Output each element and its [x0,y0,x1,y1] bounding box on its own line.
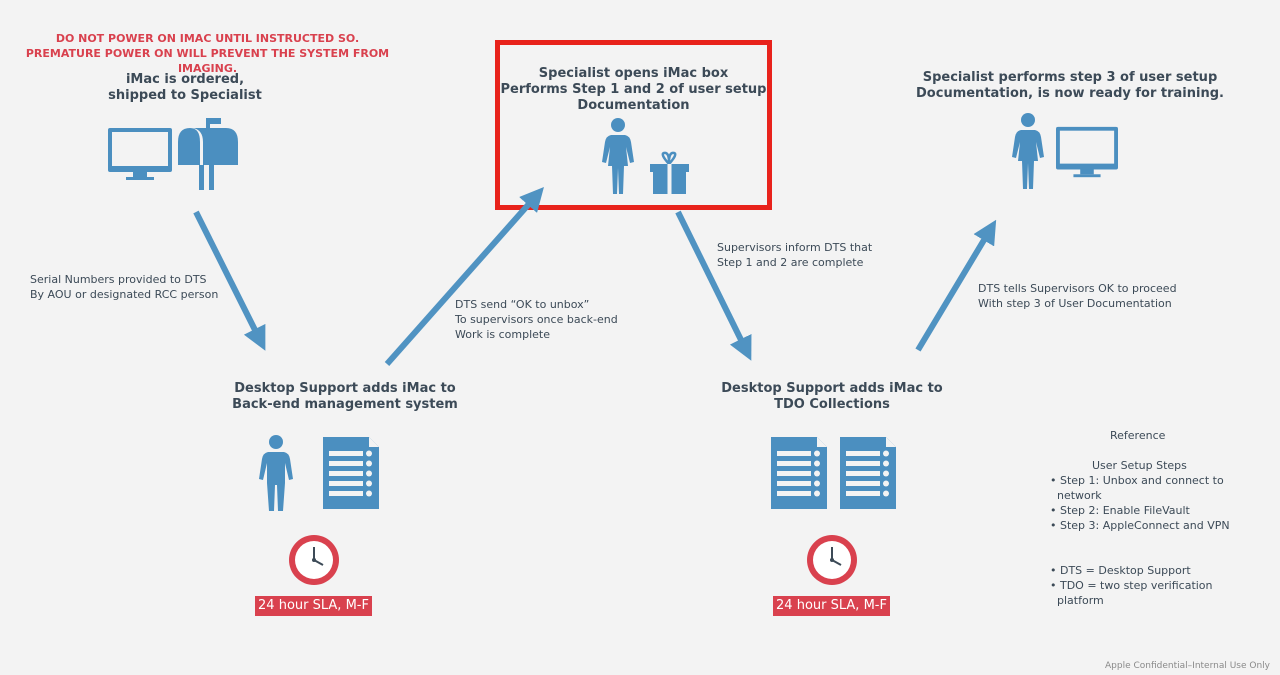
power-warning-line2: PREMATURE POWER ON WILL PREVENT THE SYST… [25,47,390,75]
step-opens-line2: Performs Step 1 and 2 of user setup [500,82,767,97]
step-backend-line1: Desktop Support adds iMac to [234,381,456,396]
monitor-icon [108,128,172,180]
note-proceed-line2: With step 3 of User Documentation [978,297,1172,310]
step-three-title: Specialist performs step 3 of user setup… [900,70,1240,102]
person-icon-trainee [1012,113,1044,189]
reference-glossary-tdo: • TDO = two step verification [1050,579,1213,592]
step-ordered-line2: shipped to Specialist [108,88,262,103]
person-icon [602,118,634,194]
note-unbox-line3: Work is complete [455,328,551,341]
reference-step-3: • Step 3: AppleConnect and VPN [1050,519,1230,532]
mailbox-icon [178,118,238,190]
note-inform-line2: Step 1 and 2 are complete [717,256,864,269]
step-backend-title: Desktop Support adds iMac to Back-end ma… [215,381,475,413]
step-backend-line2: Back-end management system [232,397,458,412]
highlight-frame [495,40,772,210]
step-ordered-title: iMac is ordered, shipped to Specialist [85,72,285,104]
note-ok-to-unbox: DTS send “OK to unbox” To supervisors on… [455,297,618,342]
step-tdo-line2: TDO Collections [774,397,890,412]
reference-subtitle: User Setup Steps [1092,459,1187,472]
note-inform-line1: Supervisors inform DTS that [717,241,873,254]
reference-title: Reference [1110,429,1166,442]
note-serial-line1: Serial Numbers provided to DTS [30,273,207,286]
power-warning: DO NOT POWER ON IMAC UNTIL INSTRUCTED SO… [0,31,415,76]
note-serial-numbers: Serial Numbers provided to DTS By AOU or… [30,272,218,302]
note-supervisors-inform: Supervisors inform DTS that Step 1 and 2… [717,240,872,270]
note-serial-line2: By AOU or designated RCC person [30,288,219,301]
note-unbox-line2: To supervisors once back-end [455,313,618,326]
confidential-footer: Apple Confidential–Internal Use Only [1105,661,1270,671]
sla-badge-tdo: 24 hour SLA, M-F [773,596,890,616]
clock-icon-tdo [806,534,858,586]
reference-step-1: • Step 1: Unbox and connect to [1050,474,1224,487]
step-ordered-line1: iMac is ordered, [125,72,245,87]
step-three-line1: Specialist performs step 3 of user setup [922,70,1218,85]
step-three-line2: Documentation, is now ready for training… [916,86,1224,101]
step-opens-title: Specialist opens iMac box Performs Step … [500,66,767,114]
arrow-tdo-to-step3 [915,219,997,352]
checklist-icon-tdo-1 [771,437,827,509]
arrow-ordered-to-backend [193,210,266,351]
power-warning-line1: DO NOT POWER ON IMAC UNTIL INSTRUCTED SO… [55,32,360,45]
note-unbox-line1: DTS send “OK to unbox” [455,298,590,311]
reference-panel: Reference User Setup Steps • Step 1: Unb… [1030,428,1260,608]
step-tdo-title: Desktop Support adds iMac to TDO Collect… [702,381,962,413]
reference-step-2: • Step 2: Enable FileVault [1050,504,1190,517]
note-proceed-line1: DTS tells Supervisors OK to proceed [978,282,1177,295]
checklist-icon-backend [323,437,379,509]
note-ok-to-proceed: DTS tells Supervisors OK to proceed With… [978,281,1177,311]
reference-step-1-cont: network [1050,489,1102,502]
clock-icon-backend [288,534,340,586]
checklist-icon-tdo-2 [840,437,896,509]
step-tdo-line1: Desktop Support adds iMac to [721,381,943,396]
sla-badge-backend: 24 hour SLA, M-F [255,596,372,616]
reference-glossary-tdo-cont: platform [1050,594,1104,607]
gift-icon [650,151,689,194]
arrow-opens-to-tdo [675,210,752,361]
reference-glossary-dts: • DTS = Desktop Support [1050,564,1191,577]
step-opens-line1: Specialist opens iMac box [538,66,729,81]
arrow-backend-to-opens [384,187,544,366]
monitor-icon-trainee [1056,126,1118,178]
step-opens-line3: Documentation [577,98,690,113]
person-icon-support [259,435,293,511]
